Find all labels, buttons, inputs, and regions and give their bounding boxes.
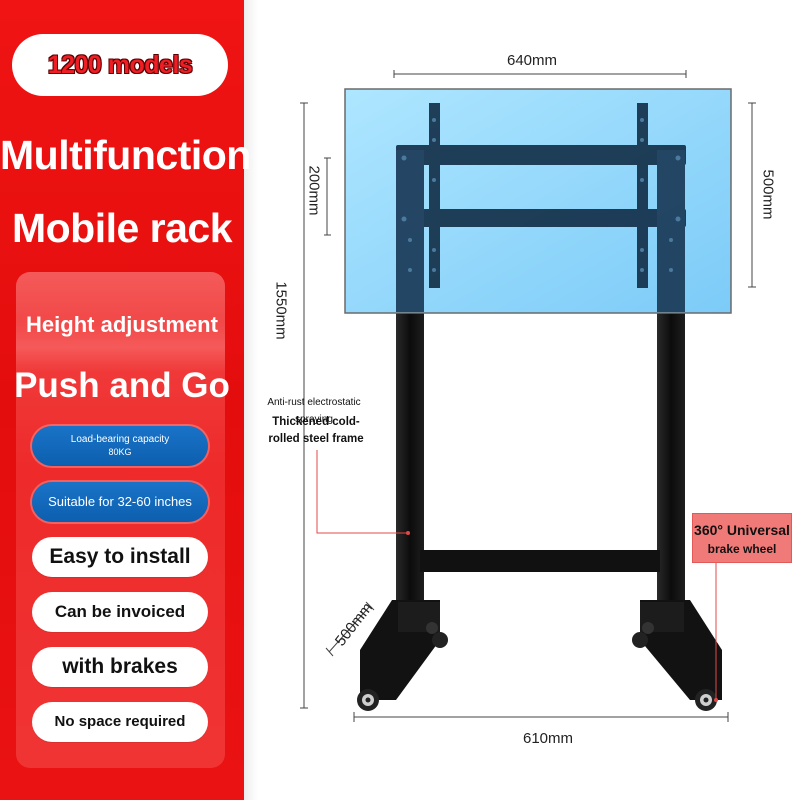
coating-annotation: Anti-rust electrostatic spraying: [267, 397, 361, 425]
callout-lines: [316, 450, 718, 702]
tv-stand-illustration: [300, 70, 756, 722]
dim-base-width: 610mm: [523, 730, 574, 747]
title-line-1: Multifunction: [0, 132, 251, 178]
crossbar: [420, 550, 660, 572]
feature-pill-invoice: Can be invoiced: [32, 592, 208, 632]
models-badge: 1200 models: [12, 34, 228, 96]
dim-screen-height: 500mm: [759, 169, 777, 220]
brake-wheel-callout: 360° Universal brake wheel: [692, 513, 792, 563]
feature-pill-brakes: with brakes: [32, 647, 208, 687]
push-and-go-label: Push and Go: [14, 366, 230, 405]
brake-wheel-line2: brake wheel: [707, 542, 777, 556]
frame-annotation: Thickened cold-rolled steel frame: [268, 416, 364, 445]
dim-total-height: 1550mm: [272, 281, 290, 340]
load-bearing-value: 80KG: [108, 447, 132, 457]
dim-top-width: 640mm: [507, 52, 558, 69]
load-bearing-pill: Load-bearing capacity 80KG: [32, 426, 208, 466]
panel-divider: [244, 0, 258, 800]
load-bearing-label: Load-bearing capacity: [70, 434, 170, 445]
dimension-lines: [300, 70, 756, 722]
title-line-2: Mobile rack: [11, 205, 233, 251]
models-badge-text: 1200 models: [47, 50, 193, 79]
right-post: [657, 312, 685, 610]
brake-wheel-line1: 360° Universal: [694, 522, 790, 538]
feature-pill-no-space: No space required: [32, 702, 208, 742]
dim-vesa-height: 200mm: [305, 165, 323, 216]
screen-size-pill: Suitable for 32-60 inches: [32, 482, 208, 522]
height-adjustment-label: Height adjustment: [26, 312, 218, 337]
mounting-bracket: [396, 103, 686, 312]
wheel-icon: [357, 632, 717, 711]
left-post: [396, 312, 424, 610]
feature-pill-easy-install: Easy to install: [32, 537, 208, 577]
